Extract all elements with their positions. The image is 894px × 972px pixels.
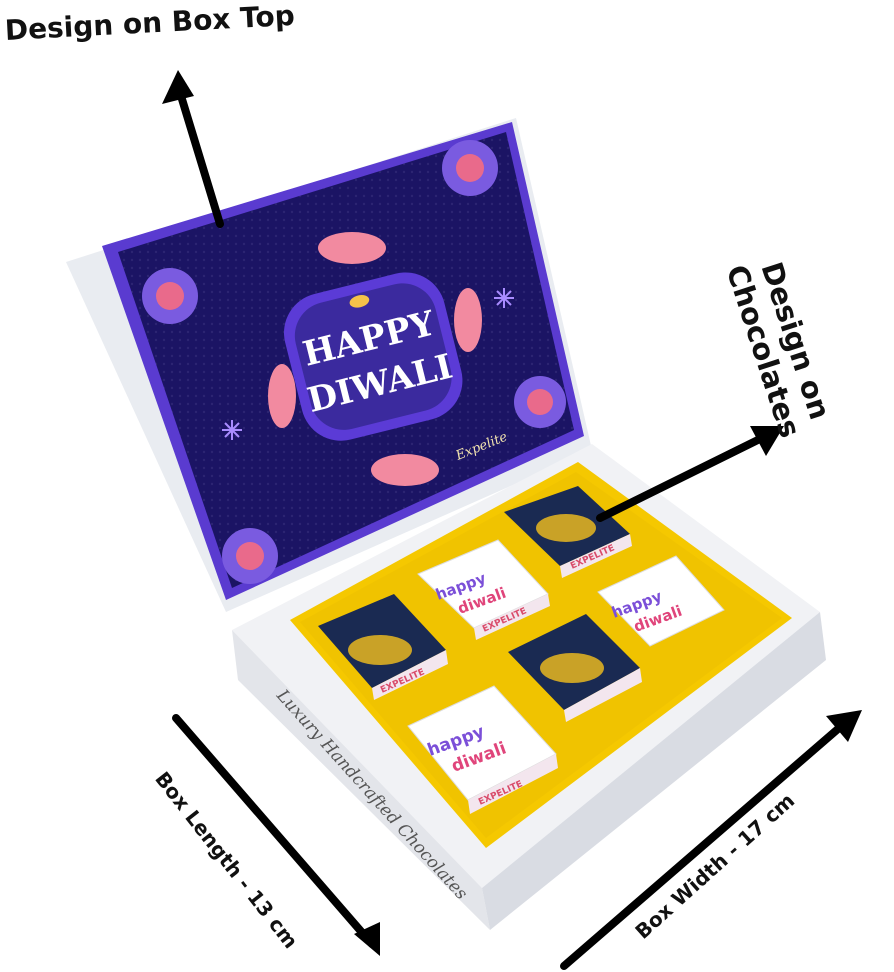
diya-icon <box>540 653 604 683</box>
box-right-side <box>482 612 826 930</box>
firework-left <box>222 420 242 440</box>
arrow-box-length <box>172 714 376 948</box>
chocolate-happy-diwali-2: happy diwali <box>597 555 725 647</box>
chocolate-diya-1: EXPELITE <box>504 486 632 578</box>
lotus-top <box>318 232 386 264</box>
diya-icon <box>349 294 370 308</box>
arrow-box-top <box>174 82 224 228</box>
arrow-head-up <box>162 70 194 104</box>
annotation-arrows <box>172 82 850 970</box>
diya-icon <box>348 635 412 665</box>
box-front-side <box>232 630 490 930</box>
lotus-bottom <box>371 454 439 486</box>
arrow-chocolates <box>596 430 774 522</box>
arrow-head-up-right <box>826 710 862 742</box>
arrow-heads <box>162 70 862 956</box>
lotus-left <box>268 364 296 428</box>
chocolate-diya-2: EXPELITE <box>318 594 448 700</box>
chocolate-diya-3 <box>508 614 642 722</box>
box-lid: HAPPY DIWALI Expelite <box>66 118 592 612</box>
arrow-box-width <box>560 718 850 970</box>
diya-icon <box>536 514 596 542</box>
arrow-head-down <box>354 922 380 956</box>
lotus-right <box>454 288 482 352</box>
chocolate-happy-diwali-3: happy diwali EXPELITE <box>407 685 558 814</box>
arrow-head-right <box>750 426 784 456</box>
firework-right <box>494 288 514 308</box>
happy-diwali-badge: HAPPY DIWALI <box>283 272 463 441</box>
